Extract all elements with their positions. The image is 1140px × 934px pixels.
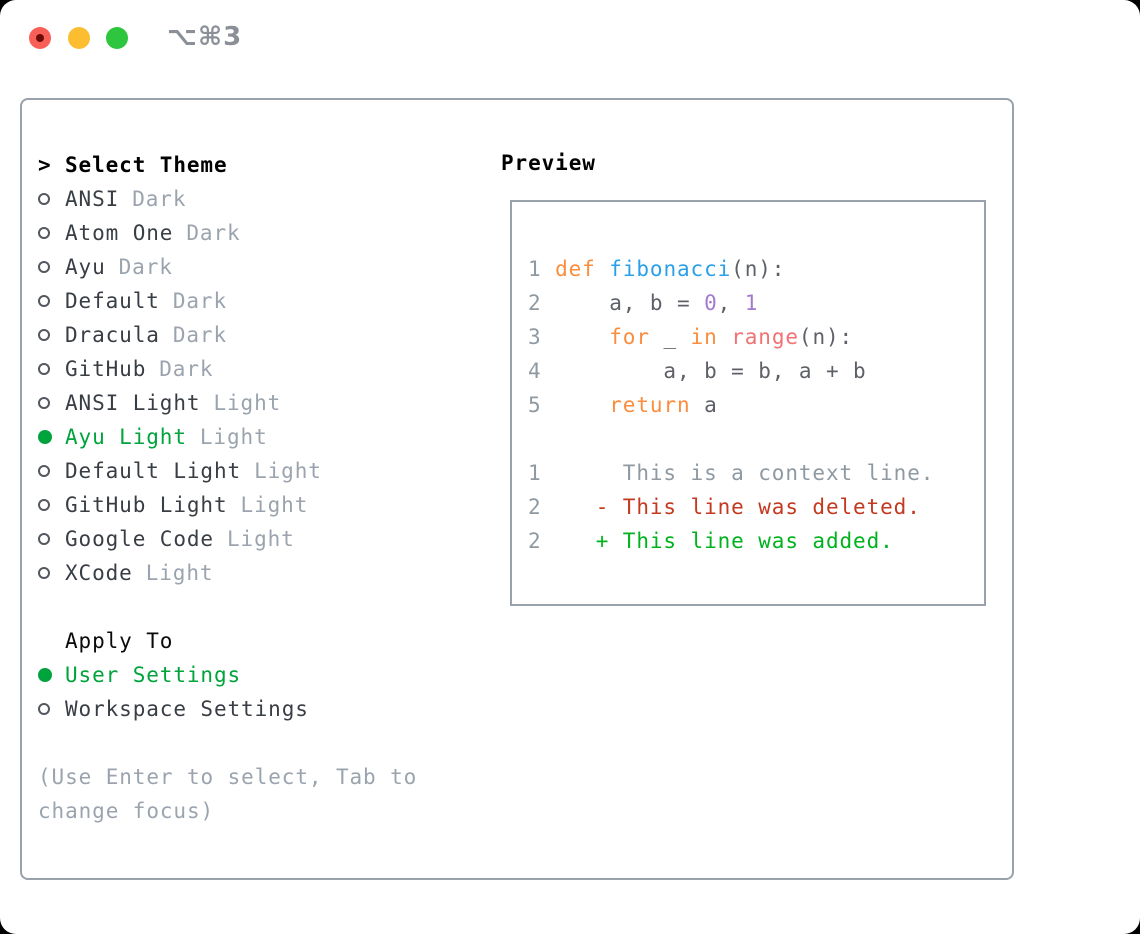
close-button[interactable] bbox=[29, 27, 51, 49]
theme-item[interactable]: Atom One Dark bbox=[38, 216, 478, 250]
code-line: 1 This is a context line. bbox=[528, 461, 935, 485]
apply-to-title: Apply To bbox=[65, 629, 174, 653]
theme-name: GitHub bbox=[65, 357, 147, 381]
radio-icon bbox=[38, 499, 50, 511]
zoom-button[interactable] bbox=[106, 27, 128, 49]
title-bar: ⌥⌘3 bbox=[0, 0, 1140, 70]
code-line: 1 def fibonacci(n): bbox=[528, 257, 786, 281]
theme-item[interactable]: XCode Light bbox=[38, 556, 478, 590]
theme-name: ANSI Light bbox=[65, 391, 201, 415]
code-line: 2 - This line was deleted. bbox=[528, 495, 921, 519]
hint-text: (Use Enter to select, Tab to bbox=[38, 765, 418, 789]
radio-icon bbox=[38, 193, 50, 205]
theme-item[interactable]: Google Code Light bbox=[38, 522, 478, 556]
code-line: 3 for _ in range(n): bbox=[528, 325, 854, 349]
theme-name: Default Light bbox=[65, 459, 242, 483]
radio-icon bbox=[38, 329, 50, 341]
window-title: ⌥⌘3 bbox=[167, 22, 243, 52]
radio-icon bbox=[38, 668, 52, 682]
theme-name: Google Code bbox=[65, 527, 214, 551]
theme-item[interactable]: Ayu Dark bbox=[38, 250, 478, 284]
theme-name: Default bbox=[65, 289, 160, 313]
radio-icon bbox=[38, 567, 50, 579]
radio-icon bbox=[38, 533, 50, 545]
theme-variant-tag: Dark bbox=[118, 255, 173, 279]
preview-pane: 1 def fibonacci(n): 2 a, b = 0, 1 3 for _ … bbox=[510, 200, 986, 606]
radio-icon bbox=[38, 363, 50, 375]
apply-to-header: Apply To bbox=[38, 624, 478, 658]
theme-variant-tag: Dark bbox=[172, 323, 227, 347]
apply-to-option[interactable]: Workspace Settings bbox=[38, 692, 478, 726]
hint-text: change focus) bbox=[38, 799, 215, 823]
theme-name: Ayu Light bbox=[65, 425, 187, 449]
code-line bbox=[528, 422, 934, 456]
theme-name: Atom One bbox=[65, 221, 174, 245]
theme-item[interactable]: ANSI Dark bbox=[38, 182, 478, 216]
theme-name: GitHub Light bbox=[65, 493, 228, 517]
code-line: 4 a, b = b, a + b bbox=[528, 359, 867, 383]
preview-heading: Preview bbox=[501, 151, 596, 175]
theme-name: ANSI bbox=[65, 187, 120, 211]
apply-to-label: Workspace Settings bbox=[65, 697, 309, 721]
theme-variant-tag: Dark bbox=[159, 357, 214, 381]
theme-item[interactable]: Ayu Light Light bbox=[38, 420, 478, 454]
theme-variant-tag: Light bbox=[240, 493, 309, 517]
theme-variant-tag: Light bbox=[199, 425, 268, 449]
radio-icon bbox=[38, 703, 50, 715]
theme-item[interactable]: GitHub Dark bbox=[38, 352, 478, 386]
radio-icon bbox=[38, 295, 50, 307]
theme-item[interactable]: Default Light Light bbox=[38, 454, 478, 488]
caret-icon: > bbox=[38, 153, 52, 177]
code-line: 5 return a bbox=[528, 393, 718, 417]
preview-code: 1 def fibonacci(n): 2 a, b = 0, 1 3 for _ … bbox=[528, 252, 934, 558]
theme-list-title: Select Theme bbox=[65, 153, 228, 177]
theme-item[interactable]: Dracula Dark bbox=[38, 318, 478, 352]
theme-item[interactable]: ANSI Light Light bbox=[38, 386, 478, 420]
apply-to-label: User Settings bbox=[65, 663, 242, 687]
theme-item[interactable]: Default Dark bbox=[38, 284, 478, 318]
theme-variant-tag: Light bbox=[213, 391, 282, 415]
code-line: 2 a, b = 0, 1 bbox=[528, 291, 759, 315]
theme-variant-tag: Dark bbox=[132, 187, 187, 211]
radio-icon bbox=[38, 227, 50, 239]
theme-item[interactable]: GitHub Light Light bbox=[38, 488, 478, 522]
theme-name: XCode bbox=[65, 561, 133, 585]
radio-icon bbox=[38, 430, 52, 444]
radio-icon bbox=[38, 465, 50, 477]
theme-variant-tag: Light bbox=[254, 459, 322, 483]
minimize-button[interactable] bbox=[68, 27, 90, 49]
theme-variant-tag: Light bbox=[145, 561, 214, 585]
radio-icon bbox=[38, 261, 50, 273]
theme-list-header: > Select Theme bbox=[38, 148, 478, 182]
theme-variant-tag: Light bbox=[226, 527, 295, 551]
theme-name: Dracula bbox=[65, 323, 160, 347]
radio-icon bbox=[38, 397, 50, 409]
theme-name: Ayu bbox=[65, 255, 106, 279]
code-line: 2 + This line was added. bbox=[528, 529, 894, 553]
theme-variant-tag: Dark bbox=[186, 221, 241, 245]
theme-variant-tag: Dark bbox=[172, 289, 227, 313]
apply-to-option[interactable]: User Settings bbox=[38, 658, 478, 692]
